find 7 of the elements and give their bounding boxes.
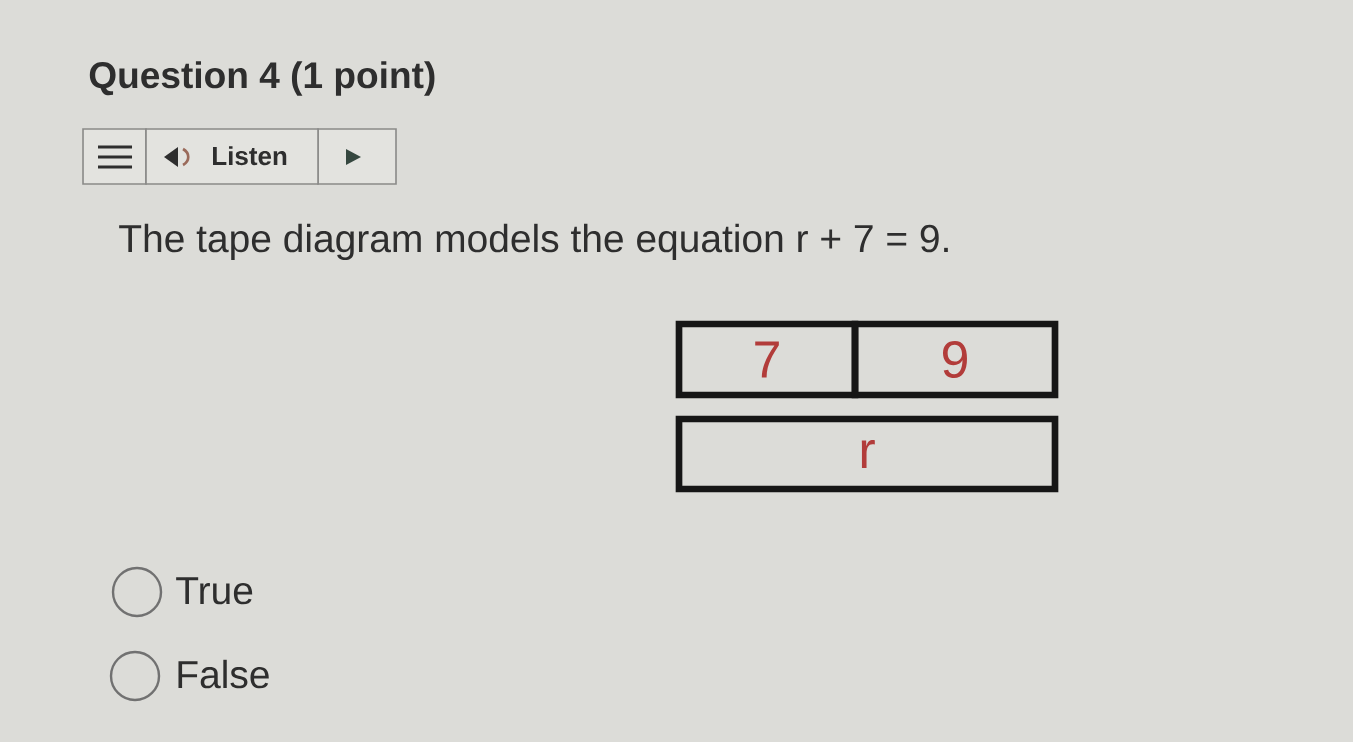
tape-segment: r xyxy=(675,415,1059,493)
question-title: Question 4 (1 point) xyxy=(89,61,435,96)
question-text: The tape diagram models the equation r + 7 = 9. xyxy=(119,223,948,261)
tape-segment: 9 xyxy=(851,320,1059,399)
option-text: True xyxy=(176,577,253,605)
option-text: False xyxy=(178,659,269,689)
tape-segment: 7 xyxy=(675,320,859,399)
